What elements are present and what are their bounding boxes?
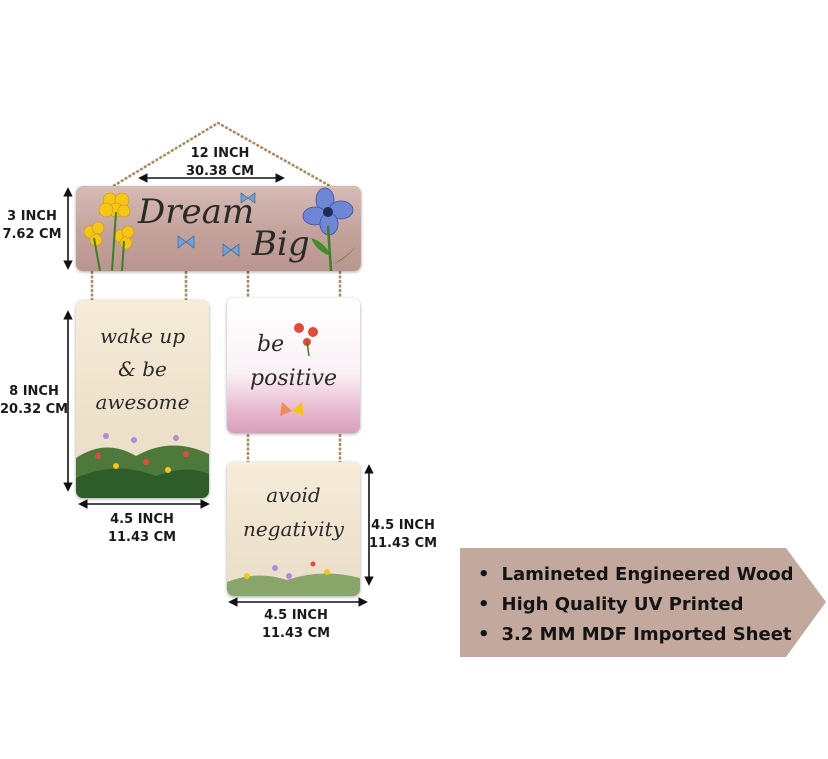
left-plaque-text: wake up & be awesome (76, 320, 209, 419)
blue-flower-icon (302, 187, 356, 271)
yellow-flower-icon (83, 192, 135, 271)
feature-item: High Quality UV Printed (478, 590, 794, 620)
meadow-flowers-icon (227, 561, 360, 596)
feature-list: Lamineted Engineered Wood High Quality U… (478, 560, 794, 650)
butterfly-icon (177, 192, 256, 257)
top-width-label: 12 INCH 30.38 CM (170, 145, 270, 181)
big-word: Big (252, 224, 310, 264)
left-height-inch: 8 INCH (9, 384, 59, 399)
bottom-width-inch: 4.5 INCH (264, 608, 328, 623)
left-plaque-line-3: awesome (95, 390, 190, 414)
left-width-cm: 11.43 CM (107, 530, 177, 545)
left-plaque-line-1: wake up (99, 324, 186, 348)
top-height-label: 3 INCH 7.62 CM (0, 208, 64, 244)
left-plaque-line-2: & be (118, 357, 167, 381)
feature-item: Lamineted Engineered Wood (478, 560, 794, 590)
bottom-plaque-avoid-negativity: avoid negativity (227, 462, 360, 596)
dream-word: Dream (138, 192, 255, 232)
top-height-cm: 7.62 CM (2, 227, 62, 242)
left-plaque-wake-up: wake up & be awesome (76, 300, 209, 498)
red-flower-icon (294, 323, 318, 357)
middle-plaque-text: be positive (227, 328, 360, 396)
top-height-inch: 3 INCH (7, 209, 57, 224)
butterfly-icon (280, 402, 304, 416)
feature-item: 3.2 MM MDF Imported Sheet (478, 620, 794, 650)
bottom-height-cm: 11.43 CM (368, 536, 438, 551)
top-plaque-dream-big: Dream Big (76, 186, 361, 271)
top-width-inch: 12 INCH (190, 146, 250, 161)
bottom-height-inch: 4.5 INCH (371, 518, 435, 533)
features-banner: Lamineted Engineered Wood High Quality U… (460, 548, 828, 657)
middle-plaque-be-positive: be positive (227, 298, 360, 433)
meadow-flowers-icon (76, 433, 209, 498)
left-width-inch: 4.5 INCH (110, 512, 174, 527)
left-width-label: 4.5 INCH 11.43 CM (92, 511, 192, 547)
middle-plaque-line-2: positive (250, 366, 337, 391)
bottom-plaque-line-2: negativity (243, 517, 344, 541)
middle-plaque-line-1: be (257, 332, 285, 357)
bottom-width-label: 4.5 INCH 11.43 CM (246, 607, 346, 643)
bottom-plaque-line-1: avoid (266, 483, 321, 507)
left-height-cm: 20.32 CM (0, 402, 69, 417)
bottom-height-label: 4.5 INCH 11.43 CM (366, 517, 440, 553)
bottom-plaque-text: avoid negativity (227, 478, 360, 546)
top-width-cm: 30.38 CM (185, 164, 255, 179)
bottom-width-cm: 11.43 CM (261, 626, 331, 641)
left-height-label: 8 INCH 20.32 CM (0, 383, 68, 419)
